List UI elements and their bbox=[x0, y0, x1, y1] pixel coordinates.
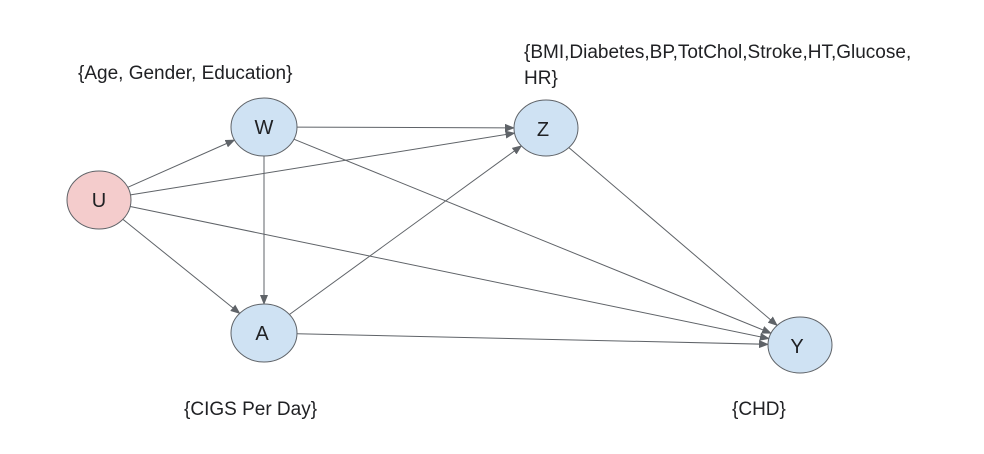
annotation-Z-line1: {BMI,Diabetes,BP,TotChol,Stroke,HT,Gluco… bbox=[524, 42, 911, 63]
edge-U-to-Y bbox=[130, 206, 770, 341]
node-Y-circle bbox=[767, 316, 833, 374]
node-A-label: A bbox=[255, 323, 269, 345]
node-Z-circle bbox=[513, 99, 579, 157]
annotations: {Age, Gender, Education} {BMI,Diabetes,B… bbox=[78, 42, 911, 420]
node-U-circle bbox=[66, 170, 132, 230]
node-W: W bbox=[230, 97, 298, 157]
node-A: A bbox=[230, 303, 298, 363]
edges bbox=[122, 123, 778, 349]
node-Y: Y bbox=[767, 316, 833, 374]
node-Z: Z bbox=[513, 99, 579, 157]
edge-A-to-Y bbox=[296, 333, 769, 349]
node-A-circle bbox=[230, 303, 298, 363]
edge-U-to-Z bbox=[130, 130, 516, 196]
node-Z-label: Z bbox=[537, 119, 549, 141]
edge-W-to-Y bbox=[293, 138, 772, 334]
annotation-A: {CIGS Per Day} bbox=[184, 399, 317, 420]
annotation-Z-line2: HR} bbox=[524, 68, 558, 89]
edge-W-to-Z bbox=[296, 123, 515, 132]
node-W-circle bbox=[230, 97, 298, 157]
annotation-Y: {CHD} bbox=[732, 399, 786, 420]
node-U-label: U bbox=[92, 190, 106, 212]
node-Y-label: Y bbox=[790, 336, 803, 358]
edge-A-to-Z bbox=[289, 145, 523, 315]
edge-U-to-A bbox=[122, 218, 241, 315]
node-W-label: W bbox=[255, 117, 274, 139]
node-U: U bbox=[66, 170, 132, 230]
annotation-W: {Age, Gender, Education} bbox=[78, 63, 292, 84]
nodes: U W A Z Y bbox=[66, 97, 833, 374]
edge-Z-to-Y bbox=[568, 147, 778, 327]
edge-U-to-W bbox=[127, 139, 236, 188]
